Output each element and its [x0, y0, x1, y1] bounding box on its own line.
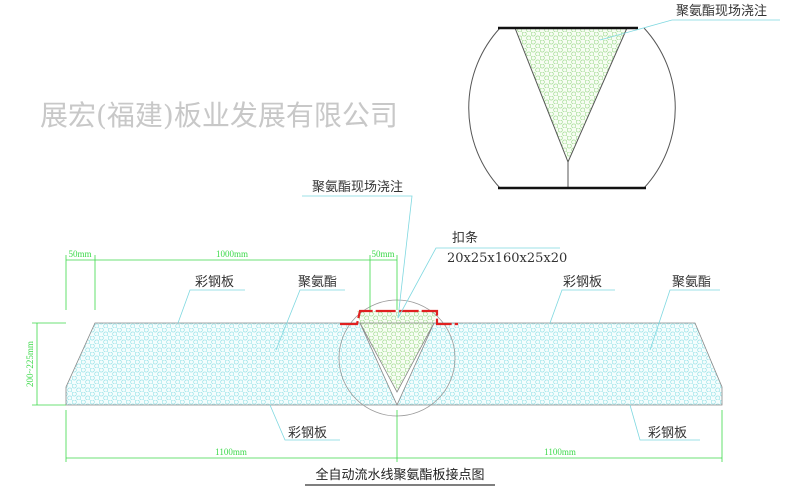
- label-pu-cast: 聚氨酯现场浇注: [312, 180, 403, 195]
- dim-chamfer-left: 50mm: [68, 249, 91, 259]
- dim-panel-right: 1100mm: [544, 447, 576, 457]
- diagram-title: 全自动流水线聚氨酯板接点图: [315, 467, 484, 483]
- detail-cast-foam: [514, 27, 628, 164]
- label-detail-pu-cast: 聚氨酯现场浇注: [676, 4, 767, 19]
- label-strip: 扣条: [452, 230, 478, 246]
- detail-circle: [468, 27, 676, 189]
- dim-top-width: 1000mm: [216, 249, 248, 259]
- label-steel-top-left: 彩钢板: [195, 275, 234, 290]
- dimension-lines: [32, 255, 723, 462]
- label-steel-top-right: 彩钢板: [563, 275, 602, 290]
- dim-thickness: 200~225mm: [25, 341, 35, 387]
- right-panel: [396, 322, 723, 406]
- label-pu-left: 聚氨酯: [298, 275, 337, 290]
- cast-foam-v: [359, 322, 435, 393]
- cap-strip: [340, 309, 458, 326]
- left-panel: [65, 322, 398, 406]
- label-pu-right: 聚氨酯: [672, 275, 711, 290]
- label-strip-size: 20x25x160x25x20: [447, 251, 567, 266]
- watermark: 展宏(福建)板业发展有限公司: [40, 99, 398, 132]
- dim-strip-step: 50mm: [371, 249, 394, 259]
- dim-panel-left: 1100mm: [215, 447, 247, 457]
- label-steel-bottom-left: 彩钢板: [288, 426, 327, 441]
- cast-foam-joint: [357, 311, 437, 323]
- leader-lines: [177, 19, 780, 441]
- label-steel-bottom-right: 彩钢板: [648, 426, 687, 441]
